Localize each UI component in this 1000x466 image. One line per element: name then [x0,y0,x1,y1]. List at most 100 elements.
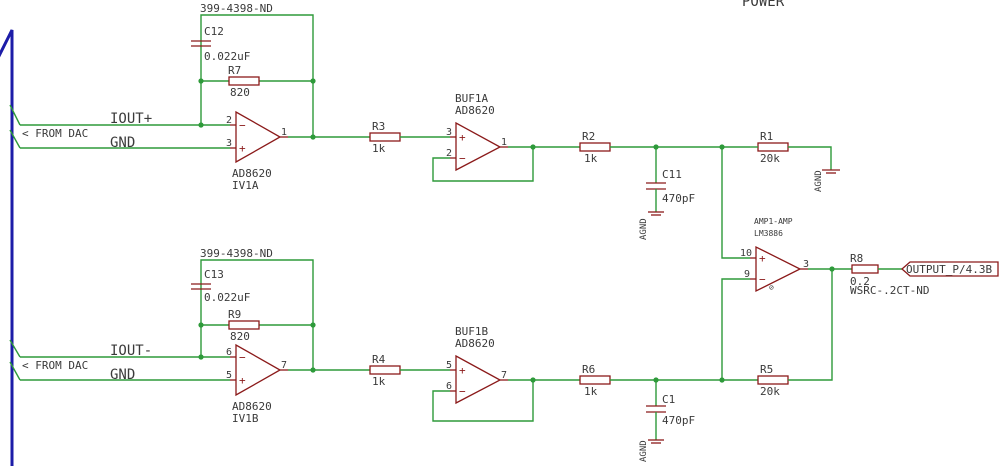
r3-name: R3 [372,120,385,133]
iv1b-pin-noninv: 5 [226,370,232,381]
r5-resistor [757,375,789,385]
r8-part: WSRC-.2CT-ND [850,284,929,297]
dac-bus [0,29,14,466]
amp1-name: AMP1-AMP [754,217,793,226]
iv1b-stage: − + IOUT- GND < FROM DAC 399-4398-ND C13… [20,247,370,425]
buf1b-pin-inv: 6 [446,381,452,392]
r2-name: R2 [582,130,595,143]
iv1b-pin-out: 7 [281,360,287,371]
r2-resistor-group: R2 1k [579,130,750,165]
r9-name: R9 [228,308,241,321]
svg-text:+: + [239,374,246,387]
r3-resistor [369,132,401,142]
c1-name: C1 [662,393,675,406]
svg-text:−: − [459,385,466,398]
svg-text:−: − [239,119,246,132]
buf1b-opamp [455,354,502,405]
iout-minus-label: IOUT- [110,343,152,359]
iv1a-opamp [235,110,282,164]
r8-value: 0.2 [850,275,870,288]
buf1b-name: BUF1B [455,325,488,338]
output-port [901,261,999,277]
c11-name: C11 [662,168,682,181]
r9-value: 820 [230,330,250,343]
r1-name: R1 [760,130,773,143]
buf1a-part: AD8620 [455,104,495,117]
c11-value: 470pF [662,192,695,205]
iv1a-pin-out: 1 [281,127,287,138]
r3-value: 1k [372,142,386,155]
c12-part: 399-4398-ND [200,2,273,15]
iv1a-pin-noninv: 3 [226,138,232,149]
buf1a-name: BUF1A [455,92,488,105]
c13-name: C13 [204,268,224,281]
r2-resistor [579,142,611,152]
r6-name: R6 [582,363,595,376]
gnd-label-top: GND [110,135,135,151]
c12-name: C12 [204,25,224,38]
iv1b-part: AD8620 [232,400,272,413]
r6-resistor-group: R6 1k [579,363,758,398]
c1-value: 470pF [662,414,695,427]
agnd-label-c1: AGND [639,440,649,462]
iv1a-part: AD8620 [232,167,272,180]
c13-value: 0.022uF [204,291,250,304]
svg-text:+: + [239,142,246,155]
buf1a-pin-noninv: 3 [446,127,452,138]
amp1-part: LM3886 [754,229,783,238]
r8-resistor [851,264,879,274]
r9-resistor [228,320,260,330]
r6-resistor [579,375,611,385]
buf1b-stage: + − BUF1B AD8620 5 6 7 [432,325,580,422]
r4-resistor [369,365,401,375]
r7-name: R7 [228,64,241,77]
iv1a-pin-inv: 2 [226,115,232,126]
amp1-pin-inv: 9 [744,269,750,280]
svg-text:−: − [239,351,246,364]
r1-resistor [757,142,789,152]
buf1b-pin-noninv: 5 [446,360,452,371]
r5-group: R5 20k [719,269,833,398]
r8-output-group: OUTPUT_P/4.3B R8 0.2 WSRC-.2CT-ND [850,252,999,297]
iv1a-stage: − + IOUT+ GND < FROM DAC 399-4398-ND C12… [20,2,370,192]
r4-value: 1k [372,375,386,388]
c11-group: C11 470pF AGND [639,144,695,240]
buf1a-stage: + − BUF1A AD8620 3 2 1 [432,92,580,182]
r2-value: 1k [584,152,598,165]
iv1a-name: IV1A [232,179,259,192]
r7-resistor [228,76,260,86]
c13-part: 399-4398-ND [200,247,273,260]
power-label: POWER [742,0,785,10]
r7-value: 820 [230,86,250,99]
amp1-pin-out: 3 [803,259,809,270]
buf1a-pin-inv: 2 [446,148,452,159]
svg-text:−: − [459,152,466,165]
r1-value: 20k [760,152,780,165]
r8-name: R8 [850,252,863,265]
svg-text:⊘: ⊘ [769,283,774,292]
r1-group: R1 20k AGND [719,130,840,192]
agnd-label-r1: AGND [814,170,824,192]
amp1-opamp [755,245,802,293]
r3-resistor-group: R3 1k [369,120,450,155]
svg-text:−: − [759,273,766,286]
r5-value: 20k [760,385,780,398]
from-dac-label-bottom: < FROM DAC [22,359,88,372]
amp1-stage: + − ⊘ AMP1-AMP LM3886 10 9 3 [721,147,852,380]
amp1-pin-noninv: 10 [740,248,752,259]
c12-value: 0.022uF [204,50,250,63]
svg-text:+: + [459,364,466,377]
c1-group: C1 470pF AGND [639,377,695,462]
from-dac-label-top: < FROM DAC [22,127,88,140]
iv1b-name: IV1B [232,412,259,425]
iv1b-pin-inv: 6 [226,347,232,358]
buf1b-part: AD8620 [455,337,495,350]
agnd-label-c11: AGND [639,218,649,240]
output-label: OUTPUT_P/4.3B [906,263,992,276]
buf1b-pin-out: 7 [501,370,507,381]
r4-name: R4 [372,353,386,366]
buf1a-opamp [455,121,502,172]
iout-plus-label: IOUT+ [110,111,152,127]
